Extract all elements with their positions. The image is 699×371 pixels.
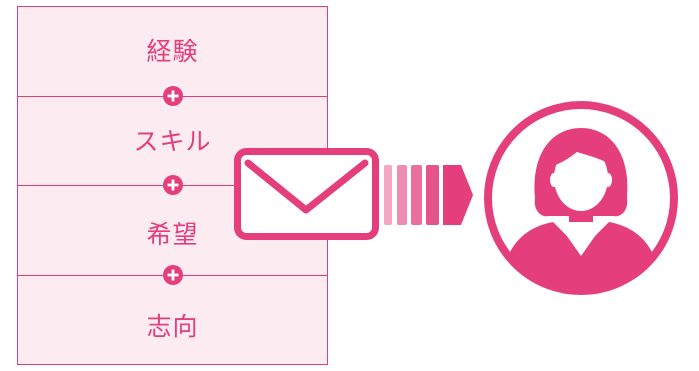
plus-icon (163, 175, 183, 195)
item-orientation-label: 志向 (146, 312, 199, 341)
item-skill-label: スキル (133, 127, 212, 156)
businesswoman-avatar-icon (484, 101, 678, 295)
plus-icon (163, 86, 183, 106)
item-experience-label: 経験 (146, 37, 199, 66)
item-hope-label: 希望 (146, 220, 199, 249)
arrow-right-icon (384, 165, 473, 225)
envelope-icon (234, 148, 379, 240)
plus-icon (163, 265, 183, 285)
